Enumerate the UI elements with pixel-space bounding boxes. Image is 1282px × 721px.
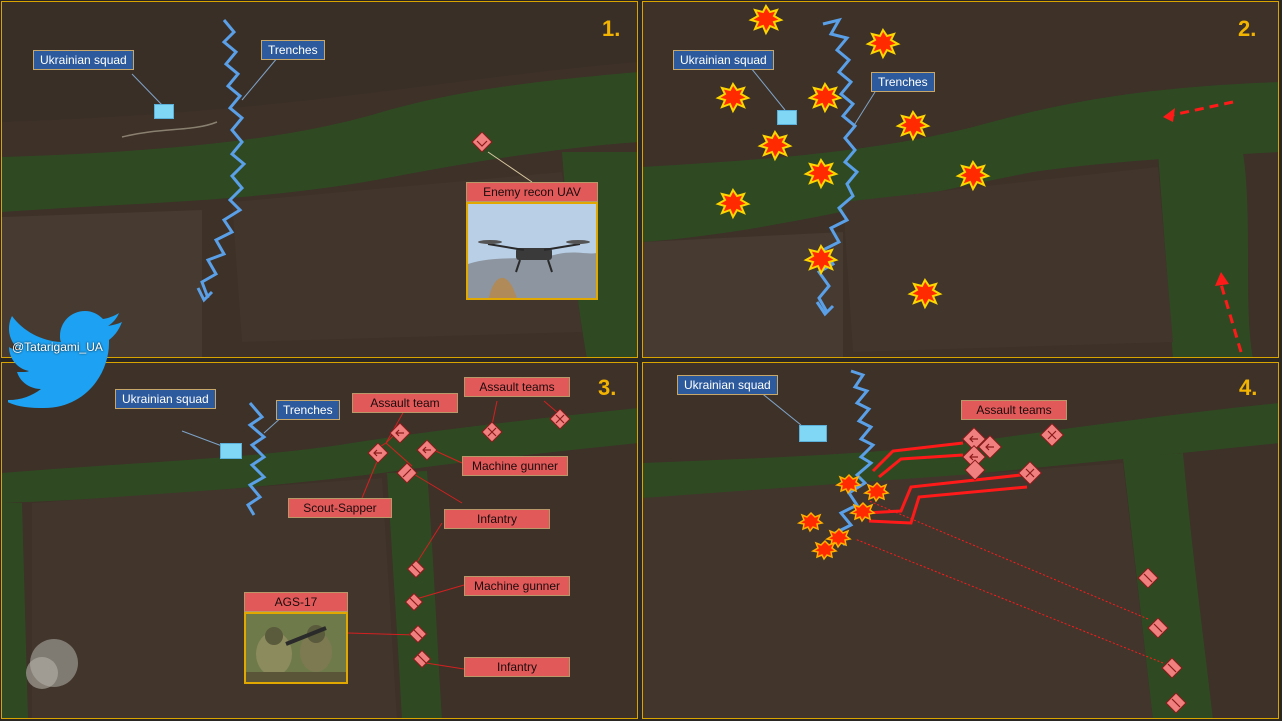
map-panel-3: Ukrainian squad Trenches Assault team As… (1, 362, 638, 719)
map-panel-1: Ukrainian squad Trenches Enemy recon UAV… (1, 1, 638, 358)
ukrainian-squad-marker (777, 110, 797, 125)
ukrainian-squad-marker (154, 104, 174, 119)
uav-photo (466, 202, 598, 300)
label-scout-sapper: Scout-Sapper (288, 498, 392, 518)
ukrainian-squad-marker (799, 425, 827, 442)
map-panel-4: Ukrainian squad Assault teams 4. (642, 362, 1279, 719)
drone-image-icon (468, 204, 596, 298)
label-assault-teams: Assault teams (961, 400, 1067, 420)
label-infantry: Infantry (444, 509, 550, 529)
label-ags-17: AGS-17 (244, 592, 348, 612)
panel-number-3: 3. (598, 375, 617, 400)
label-machine-gunner: Machine gunner (462, 456, 568, 476)
label-ukrainian-squad: Ukrainian squad (33, 50, 134, 70)
label-trenches: Trenches (261, 40, 325, 60)
label-assault-teams: Assault teams (464, 377, 570, 397)
twitter-bird-icon (8, 311, 122, 408)
label-ukrainian-squad: Ukrainian squad (677, 375, 778, 395)
panel-number-4: 4. (1239, 375, 1258, 400)
panel-number-1: 1. (602, 16, 621, 41)
ukrainian-squad-marker (220, 443, 242, 459)
label-trenches: Trenches (276, 400, 340, 420)
soldiers-photo-icon (246, 614, 346, 682)
twitter-handle: @Tatarigami_UA (12, 340, 103, 354)
label-infantry: Infantry (464, 657, 570, 677)
ags-17-photo (244, 612, 348, 684)
label-assault-team: Assault team (352, 393, 458, 413)
label-machine-gunner: Machine gunner (464, 576, 570, 596)
label-trenches: Trenches (871, 72, 935, 92)
label-ukrainian-squad: Ukrainian squad (673, 50, 774, 70)
panel-number-2: 2. (1238, 16, 1257, 41)
map-panel-2: Ukrainian squad Trenches 2. (642, 1, 1279, 358)
label-ukrainian-squad: Ukrainian squad (115, 389, 216, 409)
label-enemy-recon-uav: Enemy recon UAV (466, 182, 598, 202)
